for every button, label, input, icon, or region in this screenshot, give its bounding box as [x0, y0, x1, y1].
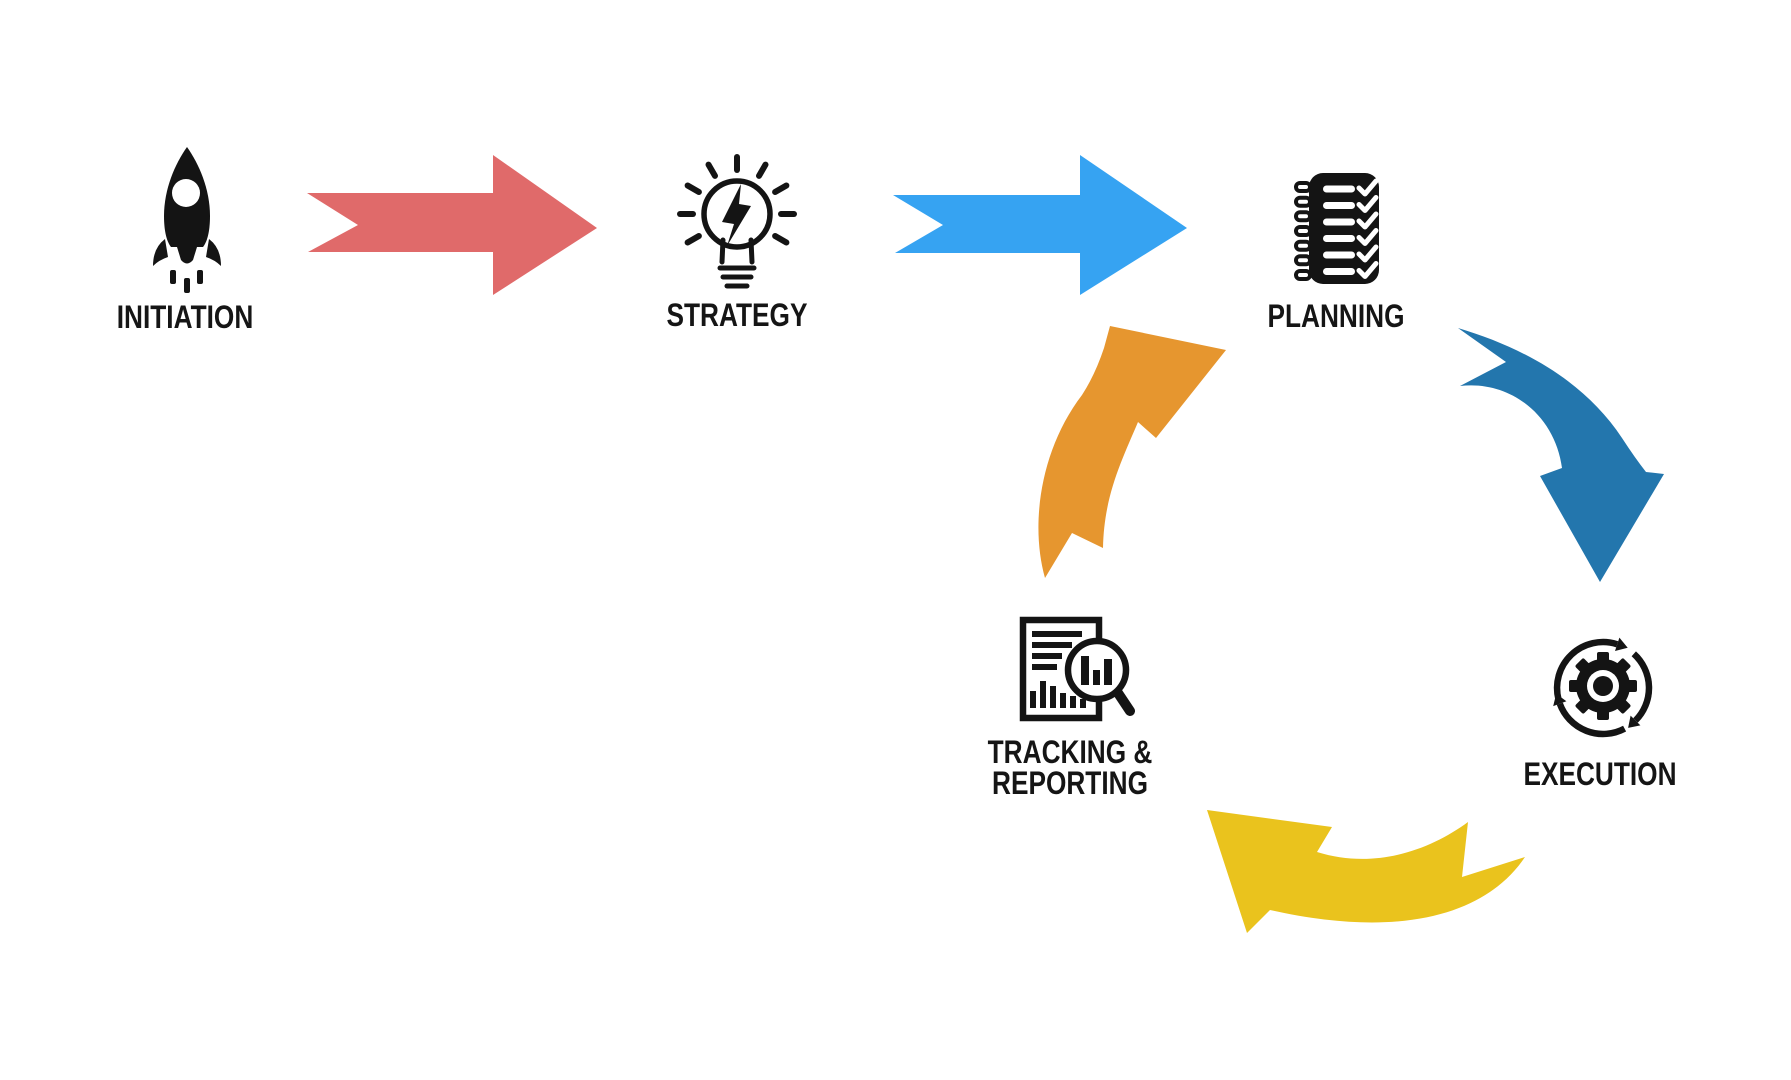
- stage-strategy: [677, 150, 797, 296]
- stage-label-execution: EXECUTION: [1523, 756, 1677, 792]
- stage-initiation: [151, 144, 223, 294]
- stage-label-initiation: INITIATION: [116, 299, 254, 335]
- arrow-tracking-to-planning: [1038, 326, 1226, 578]
- stage-label-planning: PLANNING: [1267, 298, 1405, 334]
- stage-tracking-reporting: [1015, 612, 1135, 724]
- report-magnifier-icon: [1019, 616, 1135, 722]
- stage-execution: [1547, 630, 1659, 742]
- lightbulb-idea-icon: [677, 154, 797, 289]
- stage-planning: [1293, 171, 1383, 286]
- arrow-planning-to-execution: [1458, 328, 1664, 582]
- rocket-icon: [153, 147, 221, 293]
- gear-cycle-icon: [1553, 637, 1653, 738]
- stage-label-tracking-reporting: TRACKING & REPORTING: [968, 734, 1173, 801]
- checklist-notepad-icon: [1294, 173, 1379, 284]
- arrow-execution-to-tracking: [1207, 810, 1525, 933]
- arrow-strategy-to-planning: [893, 155, 1187, 295]
- stage-label-tracking-line1: TRACKING &: [987, 734, 1153, 770]
- stage-label-strategy: STRATEGY: [666, 297, 808, 333]
- arrow-initiation-to-strategy: [307, 155, 597, 295]
- stage-label-tracking-line2: REPORTING: [991, 765, 1148, 801]
